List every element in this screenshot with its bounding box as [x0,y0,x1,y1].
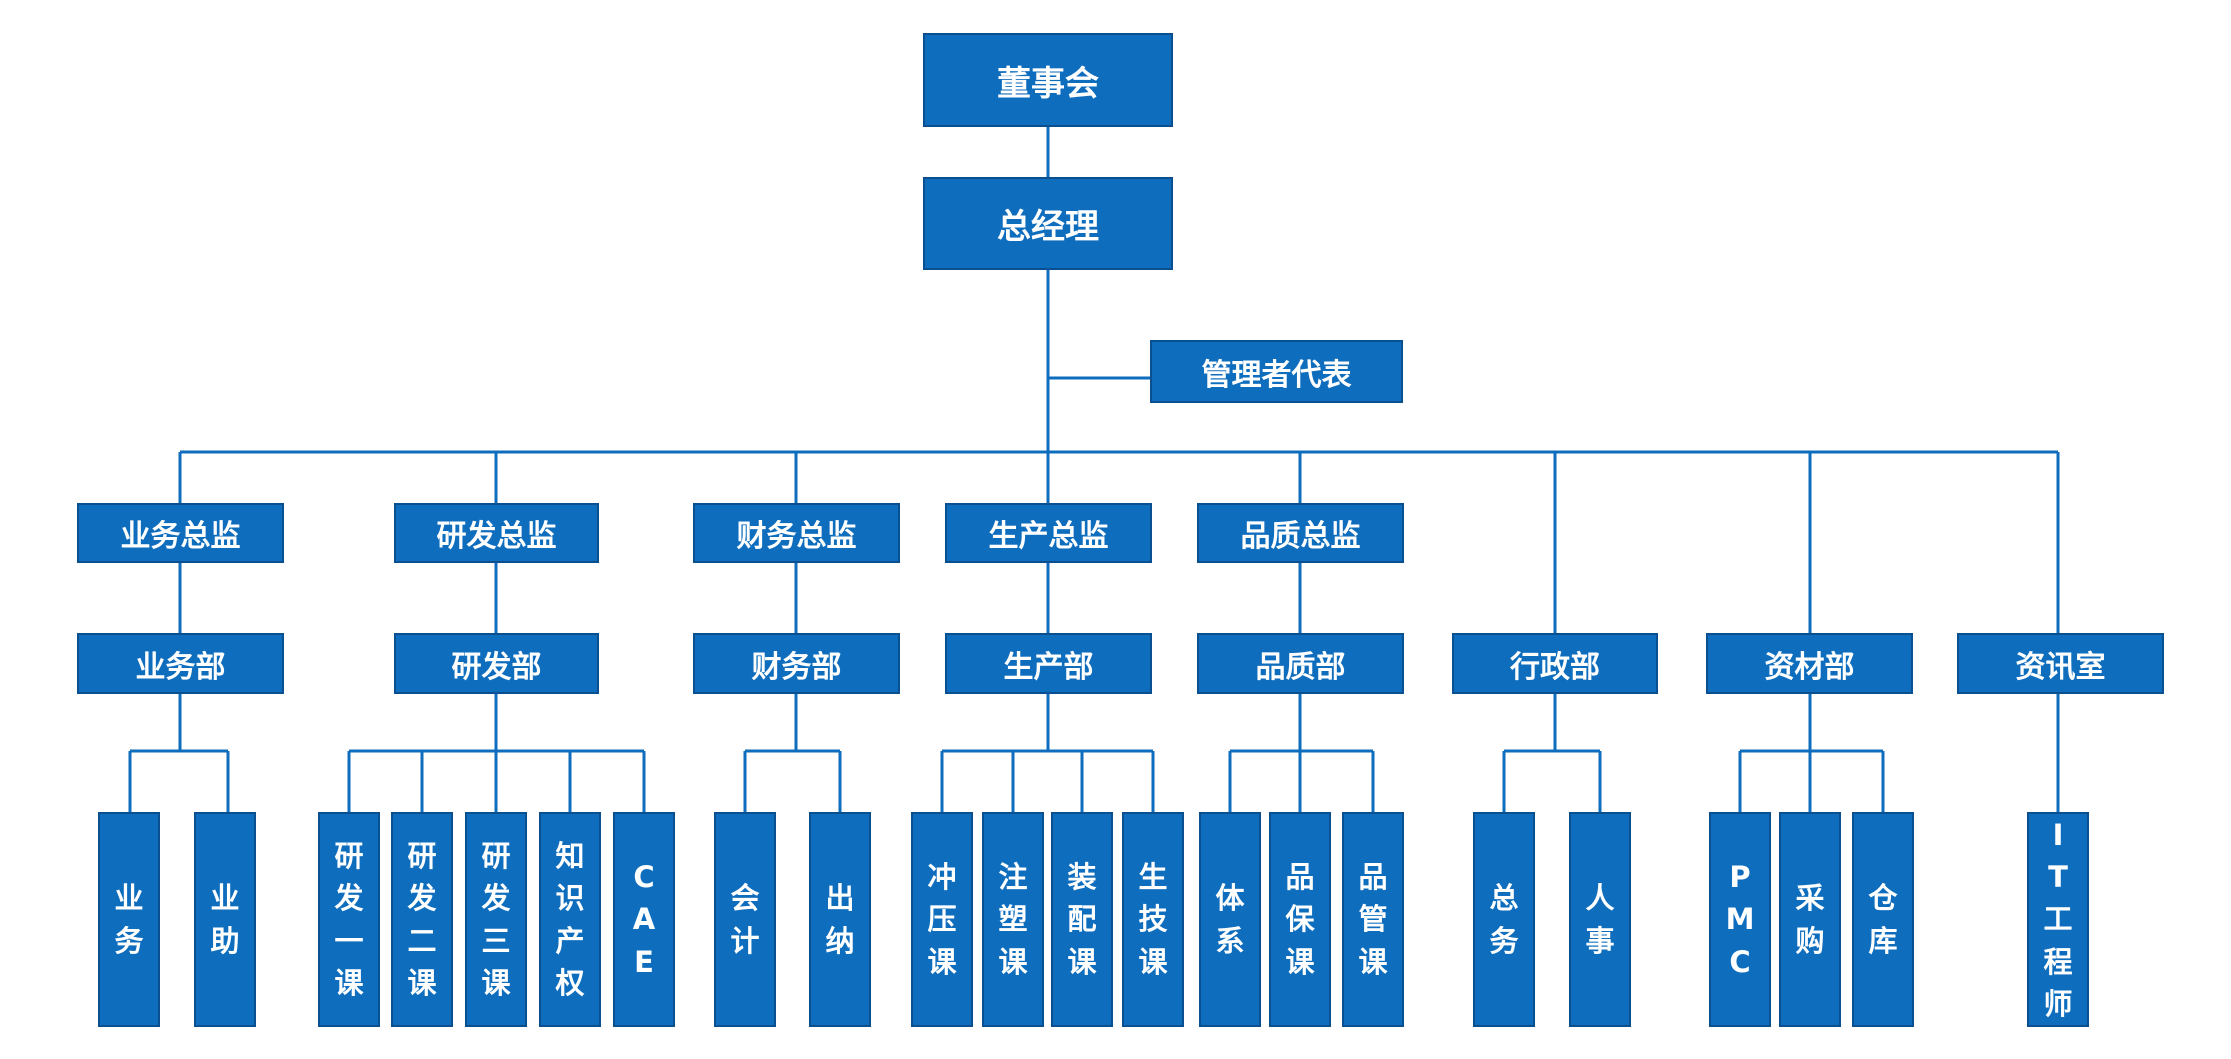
unit-label: 体系 [1215,881,1245,958]
unit-rd-1: 研发一课 [318,812,380,1027]
unit-qc: 品管课 [1342,812,1404,1027]
unit-general-affairs: 总务 [1473,812,1535,1027]
unit-rd-3: 研发三课 [465,812,527,1027]
unit-it-engineer: IT工程师 [2027,812,2089,1027]
dept-quality: 品质部 [1197,633,1404,694]
director-rd: 研发总监 [394,503,599,563]
unit-label: PMC [1725,860,1755,979]
director-production: 生产总监 [945,503,1152,563]
dept-rd: 研发部 [394,633,599,694]
unit-label: 总务 [1489,881,1519,958]
unit-assembly: 装配课 [1051,812,1113,1027]
unit-hr: 人事 [1569,812,1631,1027]
general-manager-box: 总经理 [923,177,1173,270]
dept-sales: 业务部 [77,633,284,694]
unit-label: 知识产权 [555,839,585,1000]
unit-label: 研发二课 [407,839,437,1000]
unit-warehouse: 仓库 [1852,812,1914,1027]
unit-label: CAE [632,860,656,979]
unit-label: 品管课 [1358,860,1388,979]
director-quality: 品质总监 [1197,503,1404,563]
unit-label: 冲压课 [927,860,957,979]
dept-finance: 财务部 [693,633,900,694]
unit-label: 业助 [210,881,240,958]
dept-materials: 资材部 [1706,633,1913,694]
dept-admin: 行政部 [1452,633,1658,694]
unit-injection: 注塑课 [982,812,1044,1027]
unit-label: 出纳 [825,881,855,958]
board-box: 董事会 [923,33,1173,127]
unit-label: 注塑课 [998,860,1028,979]
unit-label: 采购 [1795,881,1825,958]
unit-cae: CAE [613,812,675,1027]
unit-label: 研发三课 [481,839,511,1000]
unit-label: 生技课 [1138,860,1168,979]
director-sales: 业务总监 [77,503,284,563]
unit-label: IT工程师 [2043,818,2073,1021]
dept-it: 资讯室 [1957,633,2164,694]
director-finance: 财务总监 [693,503,900,563]
unit-accounting: 会计 [714,812,776,1027]
unit-cashier: 出纳 [809,812,871,1027]
management-rep-box: 管理者代表 [1150,340,1403,403]
unit-stamping: 冲压课 [911,812,973,1027]
unit-ip: 知识产权 [539,812,601,1027]
unit-pmc: PMC [1709,812,1771,1027]
unit-sales-assistant: 业助 [194,812,256,1027]
unit-label: 人事 [1585,881,1615,958]
unit-system: 体系 [1199,812,1261,1027]
unit-label: 品保课 [1285,860,1315,979]
unit-label: 仓库 [1868,881,1898,958]
unit-label: 会计 [730,881,760,958]
unit-purchasing: 采购 [1779,812,1841,1027]
unit-label: 业务 [114,881,144,958]
unit-label: 装配课 [1067,860,1097,979]
dept-production: 生产部 [945,633,1152,694]
unit-label: 研发一课 [334,839,364,1000]
unit-rd-2: 研发二课 [391,812,453,1027]
unit-sales: 业务 [98,812,160,1027]
unit-qa: 品保课 [1269,812,1331,1027]
unit-engineering: 生技课 [1122,812,1184,1027]
